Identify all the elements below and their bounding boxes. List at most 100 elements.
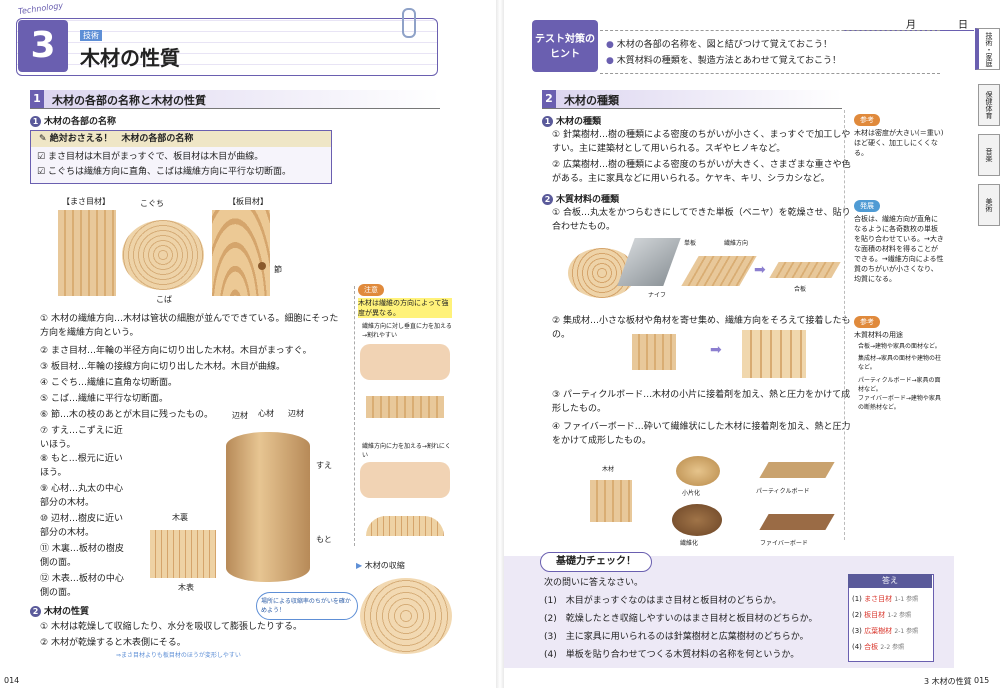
a-text: 広葉樹材 bbox=[864, 627, 893, 635]
book-gutter bbox=[496, 0, 504, 688]
hint-badge: テスト対策のヒント bbox=[532, 20, 598, 72]
answer-3: (3) 広葉樹材 2-1 参照 bbox=[852, 626, 918, 636]
list-item-10: ⑩ 辺材…樹皮に近い部分の木材。 bbox=[40, 512, 130, 540]
list-item-5: ⑤ こば…繊維に平行な切断面。 bbox=[40, 392, 340, 406]
shrink-image bbox=[360, 578, 452, 654]
a-text: 板目材 bbox=[864, 611, 886, 619]
plank-diagram bbox=[150, 530, 216, 578]
tab-hoken-taiiku[interactable]: 保健体育 bbox=[978, 84, 1000, 126]
diagram1-label-koba: こば bbox=[156, 295, 172, 304]
caution-head: 木材は繊維の方向によって強度が異なる。 bbox=[358, 298, 452, 318]
material-number: ① bbox=[552, 208, 561, 218]
hand-bend-image-2 bbox=[360, 462, 450, 498]
section2-bar: 2 木材の種類 bbox=[542, 90, 842, 109]
caution-tag: 注意 bbox=[358, 284, 384, 296]
side3-item-4: ファイバーボード→建物や家具の断熱材など。 bbox=[858, 395, 941, 411]
prop-note: ⇒まさ目材よりも板目材のほうが変形しやすい bbox=[116, 652, 241, 659]
tab-ongaku[interactable]: 音楽 bbox=[978, 134, 1000, 176]
q-text: 単板を貼り合わせてつくる木質材料の名称を何というか。 bbox=[565, 650, 800, 660]
list-text: もと…根元に近いほう。 bbox=[40, 454, 123, 478]
speech-bubble: 場所による収縮率のちがいを確かめよう！ bbox=[256, 592, 358, 620]
material-number: ② bbox=[552, 316, 561, 326]
label-fiber: ファイバーボード bbox=[760, 540, 808, 547]
d2-kiura: 木裏 bbox=[172, 513, 188, 522]
list-text: 節…木の枝のあとが木目に残ったもの。 bbox=[50, 410, 213, 420]
list-number: ④ bbox=[40, 378, 49, 388]
must-line2-text: こぐちは繊維方向に直角、こばは繊維方向に平行な切断面。 bbox=[47, 167, 291, 177]
answer-box bbox=[848, 574, 934, 662]
list-item-7: ⑦ すえ…こずえに近いほう。 bbox=[40, 424, 130, 452]
list-item-12: ⑫ 木表…板材の中心側の面。 bbox=[40, 572, 130, 600]
bullet-icon: ● bbox=[606, 40, 617, 50]
prop-1: ① 木材は乾燥して収縮したり、水分を吸収して膨張したりする。 bbox=[40, 620, 360, 634]
date-day: 日 bbox=[958, 20, 968, 31]
section1-bar: 1 木材の各部の名称と木材の性質 bbox=[30, 90, 440, 109]
list-number: ② bbox=[40, 346, 49, 356]
material-text: 集成材…小さな板材や角材を寄せ集め、繊維方向をそろえて接着したもの。 bbox=[552, 316, 851, 340]
must-box-title-text: 絶対おさえる！ 木材の各部の名称 bbox=[49, 134, 194, 144]
itame-board bbox=[212, 210, 270, 296]
prop-text: 木材が乾燥すると木表側にそる。 bbox=[50, 638, 186, 648]
sub2-number: 2 bbox=[30, 606, 41, 617]
tab-gijutsu-katei[interactable]: 技術・家庭 bbox=[975, 28, 1000, 70]
page-number-left: 014 bbox=[4, 676, 20, 685]
check-icon: ☑ bbox=[37, 167, 48, 177]
d2-sue: すえ bbox=[316, 461, 332, 470]
q-number: (2) bbox=[544, 614, 557, 624]
bent-wood-image bbox=[366, 516, 444, 536]
caution-note2: 繊維方向に力を加える→割れにくい bbox=[362, 443, 451, 459]
date-month: 月 bbox=[906, 20, 916, 31]
veneer-sheets bbox=[681, 256, 757, 286]
must-box: ✎ 絶対おさえる！ 木材の各部の名称 ☑ まさ目材は木目がまっすぐで、板目材は木… bbox=[30, 130, 332, 184]
sub1-title: 木材の各部の名称 bbox=[44, 117, 117, 127]
label-shohenka: 小片化 bbox=[682, 490, 701, 497]
footer-title: 3 木材の性質 bbox=[924, 677, 972, 686]
tab-bijutsu[interactable]: 美術 bbox=[978, 184, 1000, 226]
kind-text: 広葉樹材…樹の種類による密度のちがいが大きく、さまざまな重さや色がある。主に家具… bbox=[552, 160, 851, 184]
material-number: ③ bbox=[552, 390, 561, 400]
label-particle: パーティクルボード bbox=[756, 488, 810, 495]
list-item-9: ⑨ 心材…丸太の中心部分の木材。 bbox=[40, 482, 130, 510]
answer-4: (4) 合板 2-2 参照 bbox=[852, 642, 904, 652]
list-number: ⑪ bbox=[40, 544, 50, 554]
side1-tag: 参考 bbox=[854, 114, 880, 126]
q-text: 主に家具に用いられるのは針葉樹材と広葉樹材のどちらか。 bbox=[565, 632, 809, 642]
d2-kiomote: 木表 bbox=[178, 583, 194, 592]
caution-note1: 繊維方向に対し垂直に力を加える→割れやすい bbox=[362, 323, 452, 339]
r-sub1-number: 1 bbox=[542, 116, 553, 127]
a-ref: 2-1 参照 bbox=[894, 628, 919, 635]
kind-number: ① bbox=[552, 130, 561, 140]
list-item-8: ⑧ もと…根元に近いほう。 bbox=[40, 452, 130, 480]
sub2-title: 木材の性質 bbox=[44, 607, 90, 617]
list-number: ⑩ bbox=[40, 514, 49, 524]
list-text: 辺材…樹皮に近い部分の木材。 bbox=[40, 514, 123, 538]
label-goban: 合板 bbox=[794, 286, 807, 293]
list-item-4: ④ こぐち…繊維に直角な切断面。 bbox=[40, 376, 340, 390]
a-number: (2) bbox=[852, 611, 862, 619]
list-text: 木裏…板材の樹皮側の面。 bbox=[40, 544, 124, 568]
hint-1-text: 木材の各部の名称を、図と結びつけて覚えておこう！ bbox=[616, 40, 833, 50]
q-number: (4) bbox=[544, 650, 557, 660]
knife-blade bbox=[617, 238, 681, 286]
side3-item-3: パーティクルボード→家具の面材など。 bbox=[858, 377, 941, 393]
triangle-icon: ▶ bbox=[356, 561, 365, 570]
side3-item-2: 集成材→家具の面材や建物の柱など。 bbox=[858, 355, 942, 371]
a-text: 合板 bbox=[864, 643, 879, 651]
list-text: 板目材…年輪の接線方向に切り出した木材。木目が曲線。 bbox=[50, 362, 285, 372]
question-3: (3) 主に家具に用いられるのは針葉樹材と広葉樹材のどちらか。 bbox=[544, 630, 809, 644]
prop-number: ② bbox=[40, 638, 49, 648]
list-item-6: ⑥ 節…木の枝のあとが木目に残ったもの。 bbox=[40, 408, 340, 422]
section2-number: 2 bbox=[542, 90, 556, 108]
log-diagram bbox=[226, 432, 310, 582]
question-1: (1) 木目がまっすぐなのはまさ目材と板目材のどちらか。 bbox=[544, 594, 781, 608]
material-text: ファイバーボード…砕いて繊維状にした木材に接着剤を加え、熱と圧力をかけて成形した… bbox=[552, 422, 851, 446]
diagram1-label-masame: 【まさ目材】 bbox=[62, 197, 110, 206]
pencil-icon: ✎ bbox=[39, 134, 50, 144]
masame-board bbox=[58, 210, 116, 296]
diagram1-label-itame: 【板目材】 bbox=[228, 197, 268, 206]
material-3: ③ パーティクルボード…木材の小片に接着剤を加え、熱と圧力をかけて成形したもの。 bbox=[552, 388, 852, 416]
list-text: こば…繊維に平行な切断面。 bbox=[50, 394, 168, 404]
list-text: 木材の繊維方向…木材は管状の細胞が並んでできている。細胞にそった方向を繊維方向と… bbox=[40, 314, 339, 338]
answer-title: 答え bbox=[848, 574, 932, 588]
d2-shinzai: 心材 bbox=[258, 409, 274, 418]
